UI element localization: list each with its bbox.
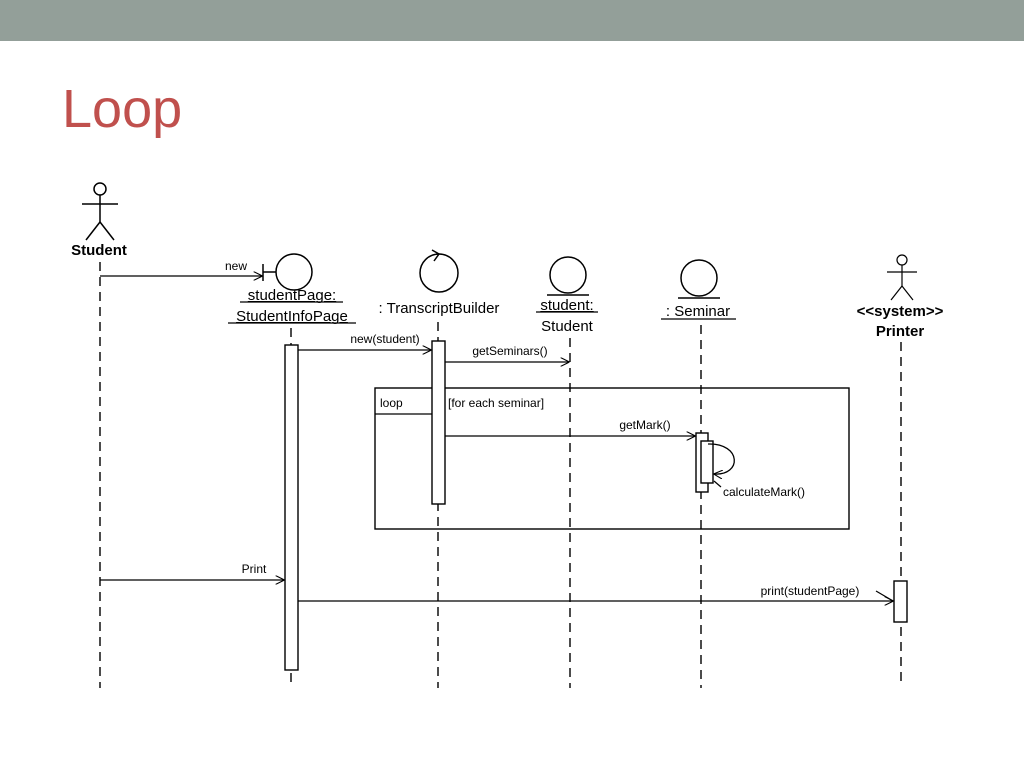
get-mark-message-label: getMark(): [619, 418, 670, 432]
seminar-label: : Seminar: [666, 303, 730, 320]
new-student-message-label: new(student): [350, 332, 419, 346]
student-page-label-line1: studentPage:: [248, 287, 336, 304]
seminar-entity-icon: [678, 259, 720, 299]
calculate-mark-message-label: calculateMark(): [723, 485, 805, 499]
printer-activation: [893, 580, 908, 623]
calculate-mark-self-arrow: [707, 443, 735, 474]
student-actor-icon: [82, 182, 118, 241]
student-entity-label-line1: student:: [540, 297, 593, 314]
transcript-builder-activation: [431, 340, 446, 505]
top-bar: [0, 0, 1024, 41]
seminar-activation-inner: [700, 440, 714, 484]
student-page-label-line2: StudentInfoPage: [236, 308, 348, 325]
get-seminars-message-label: getSeminars(): [472, 344, 547, 358]
printer-actor-label: Printer: [876, 323, 925, 340]
entity-icon: [547, 256, 589, 296]
student-actor-label: Student: [71, 242, 127, 259]
new-message-label: new: [225, 259, 247, 273]
slide-title: Loop: [62, 79, 183, 139]
boundary-icon: [262, 253, 313, 291]
loop-guard-label: [for each seminar]: [448, 396, 544, 410]
printer-actor-icon: [887, 254, 917, 301]
transcript-builder-label: : TranscriptBuilder: [379, 300, 500, 317]
print-student-page-message-label: print(studentPage): [761, 584, 860, 598]
student-page-activation: [284, 344, 299, 671]
loop-operator-label: loop: [380, 396, 403, 410]
loop-fragment: [374, 387, 850, 530]
print-message-label: Print: [242, 562, 267, 576]
student-entity-label-line2: Student: [541, 318, 594, 335]
control-icon: [419, 249, 459, 293]
printer-stereotype-label: <<system>>: [857, 303, 944, 320]
